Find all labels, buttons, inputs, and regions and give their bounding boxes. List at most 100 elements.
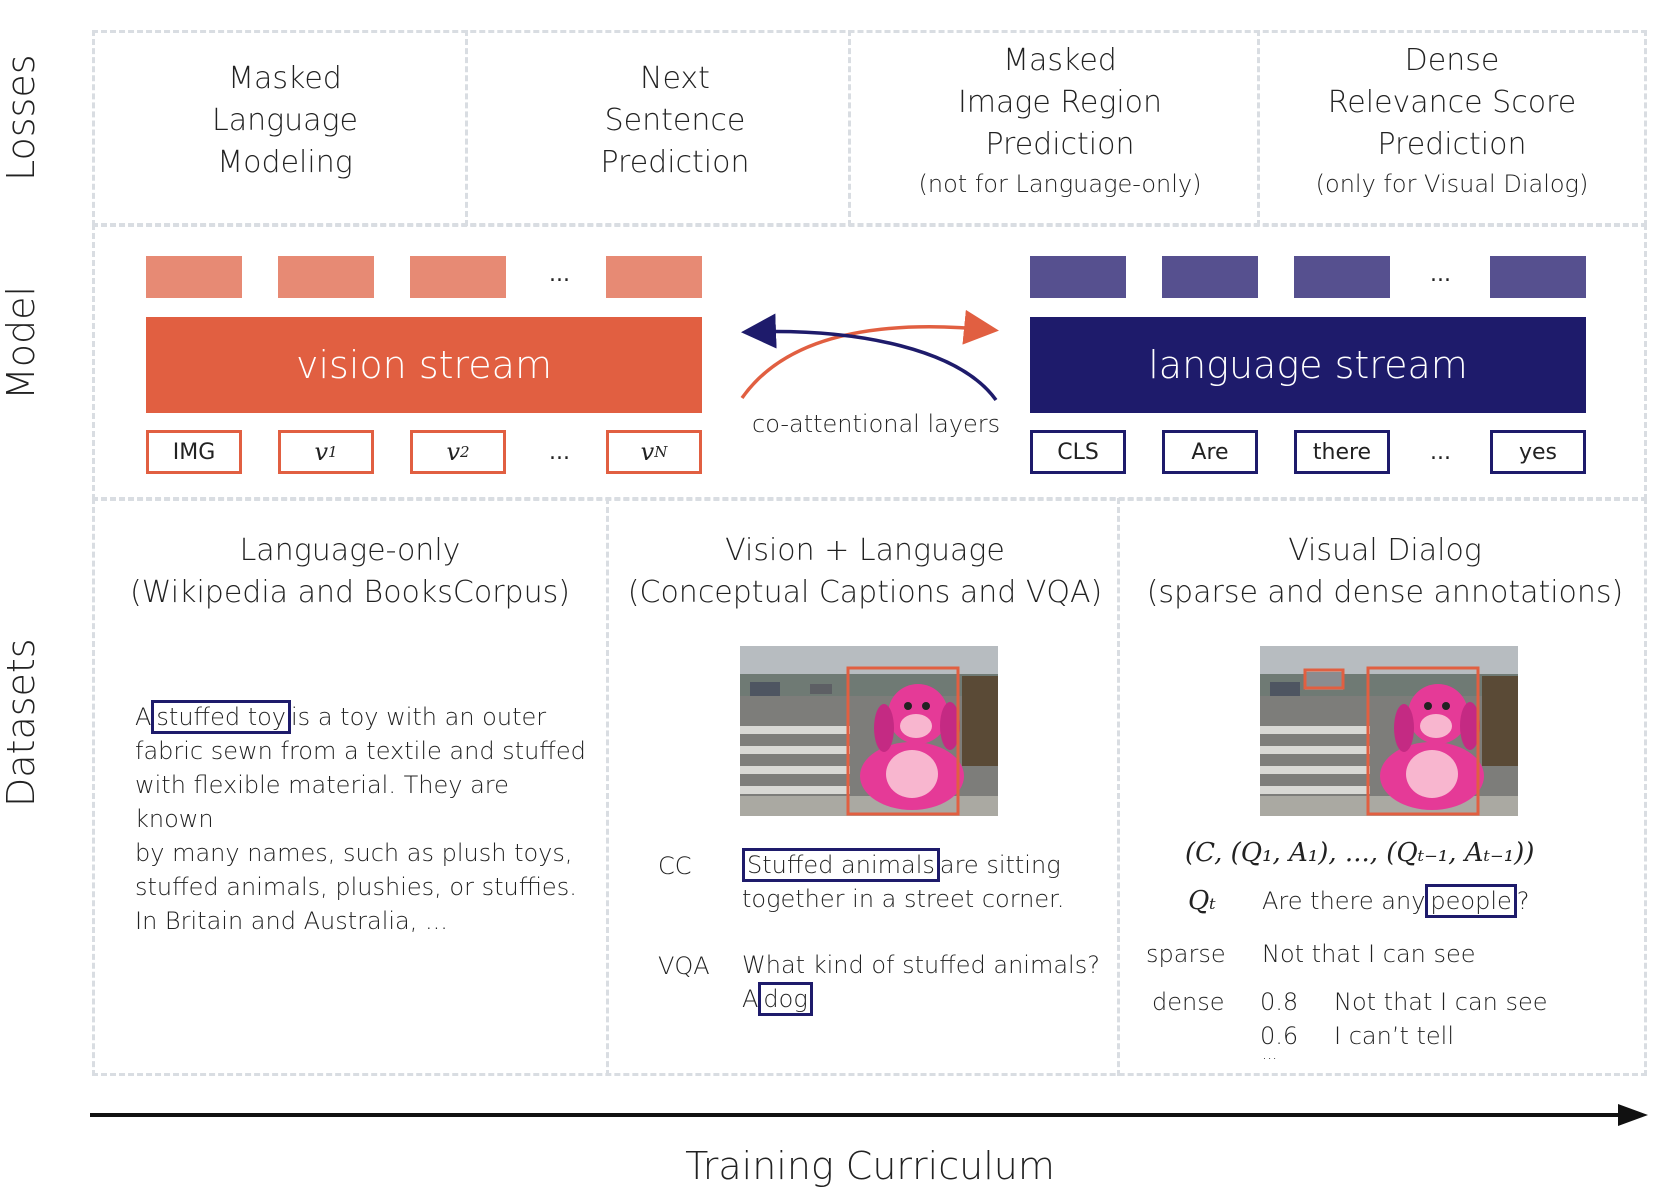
cc-label: CC [658, 852, 692, 880]
vision-token-v1-sup: 1 [328, 443, 338, 461]
vision-output-tile-4 [606, 256, 702, 298]
loss-mlm-line3: Modeling [217, 145, 353, 180]
vision-token-img: IMG [146, 430, 242, 474]
row-label-model: Model [0, 285, 43, 401]
language-output-tile-4 [1490, 256, 1586, 298]
visual-dialog-subtitle: (sparse and dense annotations) [1146, 575, 1624, 610]
loss-nsp-line1: Next [640, 61, 710, 96]
visual-dialog-heading: Visual Dialog (sparse and dense annotati… [1130, 530, 1640, 614]
losses-divider-3 [1257, 30, 1260, 226]
loss-drsp: Dense Relevance Score Prediction (only f… [1262, 40, 1642, 202]
losses-divider-2 [848, 30, 851, 226]
datasets-divider-1 [606, 498, 609, 1076]
language-token-cls: CLS [1030, 430, 1126, 474]
language-stream: language stream [1030, 317, 1586, 413]
vision-stream: vision stream [146, 317, 702, 413]
language-only-text-post: is a toy with an outer [291, 703, 547, 731]
language-token-cls-label: CLS [1057, 439, 1099, 465]
loss-nsp-line2: Sentence [604, 103, 746, 138]
language-token-are-label: Are [1191, 439, 1229, 465]
language-only-title: Language-only [239, 533, 461, 568]
loss-nsp-line3: Prediction [600, 145, 750, 180]
curriculum-arrow [90, 1104, 1648, 1126]
vision-output-tile-2 [278, 256, 374, 298]
vision-language-title: Vision + Language [725, 533, 1005, 568]
dense-more: ... [1262, 1044, 1278, 1063]
vision-output-tile-3 [410, 256, 506, 298]
loss-drsp-line3: Prediction [1377, 127, 1527, 162]
vision-token-v1-label: v [314, 438, 328, 466]
cc-highlight: Stuffed animals [742, 848, 940, 882]
sparse-label: sparse [1146, 940, 1226, 968]
loss-mlm-line1: Masked [228, 61, 342, 96]
datasets-divider-2 [1117, 498, 1120, 1076]
vision-token-vn-sup: N [654, 443, 668, 461]
loss-mirp-note: (not for Language-only) [918, 170, 1202, 198]
loss-mlm-line2: Language [212, 103, 358, 138]
dense-score-1: 0.8 [1260, 988, 1299, 1016]
language-output-tile-3 [1294, 256, 1390, 298]
language-token-there-label: there [1312, 439, 1372, 465]
curriculum-label: Training Curriculum [685, 1144, 1055, 1188]
language-input-ellipsis: ... [1430, 440, 1451, 465]
vision-token-vn-label: v [640, 438, 655, 466]
vqa-answer-pre: A [742, 985, 759, 1013]
dense-label: dense [1152, 988, 1225, 1016]
language-output-ellipsis: ... [1430, 262, 1451, 287]
dialog-question-highlight: people [1425, 884, 1517, 918]
language-token-yes: yes [1490, 430, 1586, 474]
dialog-question-post: ? [1516, 887, 1530, 915]
language-token-are: Are [1162, 430, 1258, 474]
loss-mirp: Masked Image Region Prediction (not for … [870, 40, 1250, 202]
vision-output-tile-1 [146, 256, 242, 298]
vision-language-heading: Vision + Language (Conceptual Captions a… [620, 530, 1110, 614]
co-attention-arrows [740, 310, 999, 402]
cc-caption-post: are sitting [939, 851, 1061, 879]
loss-mirp-line1: Masked [1003, 43, 1117, 78]
loss-mlm: Masked Language Modeling [135, 58, 435, 184]
vqa-answer-highlight: dog [758, 982, 813, 1016]
language-only-line4: by many names, such as plush toys, [135, 839, 573, 867]
language-output-tile-1 [1030, 256, 1126, 298]
visual-dialog-title: Visual Dialog [1288, 533, 1482, 568]
row-label-losses: Losses [0, 54, 43, 181]
language-only-highlight: stuffed toy [151, 700, 292, 734]
language-token-there: there [1294, 430, 1390, 474]
loss-mirp-line3: Prediction [985, 127, 1135, 162]
vision-input-ellipsis: ... [549, 440, 570, 465]
street-teddy-photo-1 [740, 646, 998, 816]
sparse-answer: Not that I can see [1262, 940, 1476, 968]
losses-divider-1 [465, 30, 468, 226]
street-teddy-photo-2 [1260, 646, 1518, 816]
language-only-line6: In Britain and Australia, ... [135, 907, 448, 935]
dense-answer-1: Not that I can see [1334, 988, 1548, 1016]
dialog-qt: Qₜ [1188, 886, 1216, 916]
vqa-label: VQA [658, 952, 710, 980]
language-only-subtitle: (Wikipedia and BooksCorpus) [130, 575, 570, 610]
language-only-line2: fabric sewn from a textile and stuffed [135, 737, 586, 765]
dense-score-2: 0.6 [1260, 1022, 1299, 1050]
loss-nsp: Next Sentence Prediction [520, 58, 830, 184]
loss-drsp-line2: Relevance Score [1327, 85, 1577, 120]
vqa-question: What kind of stuffed animals? [742, 951, 1100, 979]
dialog-question-pre: Are there any [1262, 887, 1426, 915]
language-token-yes-label: yes [1518, 439, 1558, 465]
row-label-datasets: Datasets [0, 638, 43, 807]
loss-mirp-line2: Image Region [957, 85, 1163, 120]
language-only-line5: stuffed animals, plushies, or stuffies. [135, 873, 577, 901]
vision-token-img-label: IMG [172, 439, 216, 465]
vision-token-v2-sup: 2 [460, 443, 470, 461]
vision-language-subtitle: (Conceptual Captions and VQA) [627, 575, 1103, 610]
language-output-tile-2 [1162, 256, 1258, 298]
loss-drsp-line1: Dense [1404, 43, 1500, 78]
vision-token-v2-label: v [446, 438, 460, 466]
